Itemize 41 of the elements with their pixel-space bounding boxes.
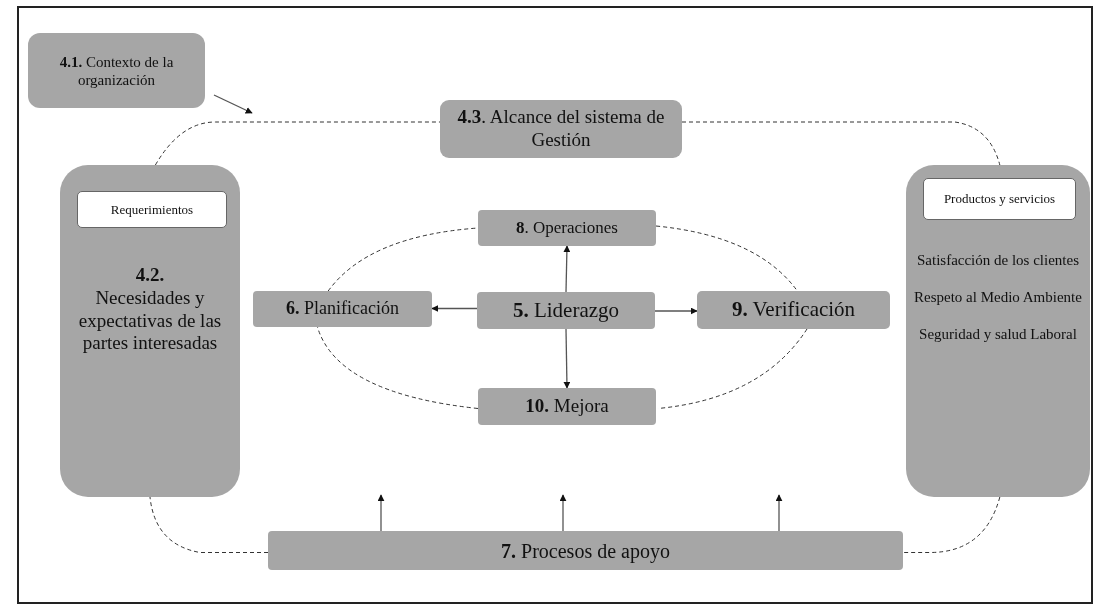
process-box xyxy=(478,210,656,246)
support-bar xyxy=(268,531,903,570)
node-label: Respeto al Medio Ambiente xyxy=(914,288,1082,306)
node-label: Satisfacción de los clientes xyxy=(916,251,1079,269)
process-box xyxy=(477,292,655,329)
arrow xyxy=(654,307,698,315)
requirements-panel xyxy=(60,165,240,497)
process-box xyxy=(478,388,656,425)
section-box xyxy=(440,100,682,158)
arrow xyxy=(431,305,478,312)
node-label: Requerimientos xyxy=(110,201,194,218)
arrow xyxy=(563,245,571,293)
outputs-panel xyxy=(906,165,1090,497)
arrow xyxy=(213,94,253,114)
node-label: 9. Verificación xyxy=(731,297,856,323)
section-box xyxy=(28,33,205,108)
arrow xyxy=(377,494,385,532)
dashed-connector xyxy=(655,225,798,292)
process-box xyxy=(253,291,432,327)
dashed-connector xyxy=(681,121,1001,166)
arrow xyxy=(775,494,783,532)
node-label: Productos y servicios xyxy=(943,191,1056,207)
node-label: 4.3. Alcance del sistema de Gestión xyxy=(456,106,666,152)
node-label: Seguridad y salud Laboral xyxy=(919,325,1077,343)
heading-box xyxy=(77,191,227,228)
node-label: 10. Mejora xyxy=(525,395,609,418)
dashed-connector xyxy=(149,496,269,553)
process-box xyxy=(697,291,890,329)
heading-box xyxy=(923,178,1076,220)
node-label: 7. Procesos de apoyo xyxy=(501,538,670,563)
dashed-connector xyxy=(154,121,441,166)
section-number: 4.2. xyxy=(135,264,165,287)
dashed-connector xyxy=(902,496,1001,553)
arrow xyxy=(559,494,567,532)
node-label: 4.1. Contexto de la organización xyxy=(58,52,175,89)
arrow xyxy=(563,328,571,389)
node-label: 5. Liderazgo xyxy=(512,297,620,324)
node-label: Necesidades y expectativas de las partes interesadas xyxy=(77,286,223,356)
node-label: 6. Planificación xyxy=(286,298,399,320)
node-label: 8. Operaciones xyxy=(516,217,618,239)
dashed-connector xyxy=(316,326,479,409)
